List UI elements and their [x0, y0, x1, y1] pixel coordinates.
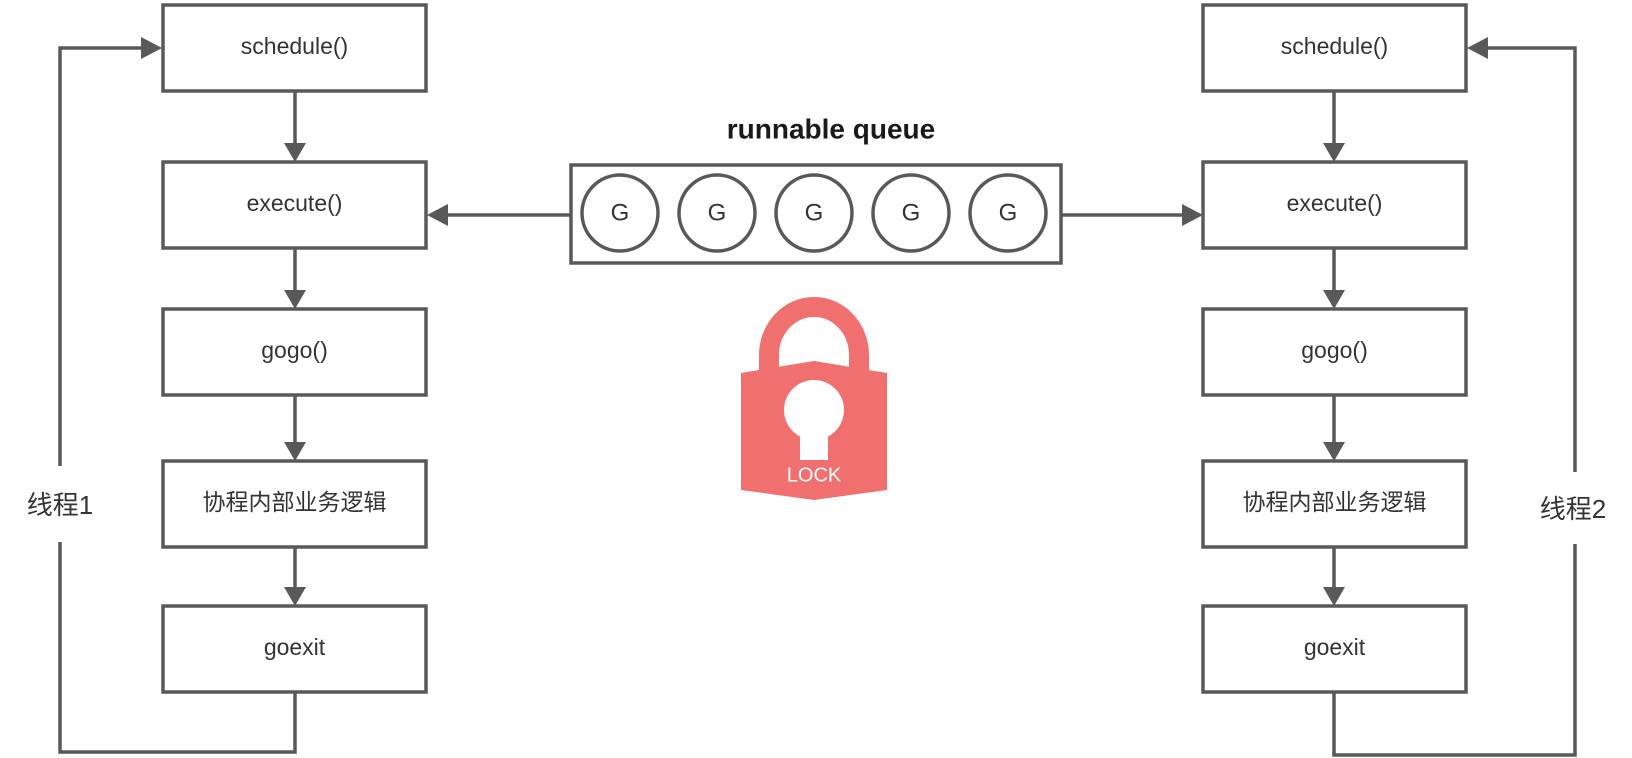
queue-item-label: G [902, 199, 921, 226]
thread1-loop-line-bottom [58, 542, 297, 754]
lock-keyhole-slot [800, 425, 828, 460]
queue-to-thread1-arrowhead [427, 204, 448, 226]
thread2-label: 线程2 [1540, 494, 1606, 524]
lock-shackle [759, 297, 869, 372]
queue-item [968, 173, 1048, 253]
thread2-column: schedule() execute() gogo() 协程内部业务逻辑 goe… [1201, 3, 1606, 757]
thread1-logic-box [161, 459, 428, 549]
thread1-schedule-box [161, 3, 428, 93]
queue-item [677, 173, 757, 253]
thread1-execute-box [161, 160, 428, 250]
thread1-column: schedule() execute() gogo() 协程内部业务逻辑 goe… [27, 3, 428, 754]
thread1-execute-label: execute() [247, 190, 343, 216]
thread1-arrowhead-1 [284, 143, 306, 162]
thread2-goexit-label: goexit [1304, 634, 1366, 660]
thread1-arrowhead-4 [284, 587, 306, 606]
thread1-arrowhead-3 [284, 442, 306, 461]
thread1-schedule-label: schedule() [241, 33, 348, 59]
thread2-gogo-label: gogo() [1301, 337, 1367, 363]
thread2-arrowhead-4 [1323, 587, 1345, 606]
thread2-arrowhead-2 [1323, 290, 1345, 309]
lock-keyhole-circle [784, 380, 844, 440]
thread2-arrowhead-3 [1323, 442, 1345, 461]
thread2-execute-box [1201, 160, 1468, 250]
runnable-queue: runnable queue G G G G G [427, 113, 1203, 265]
lock-icon: LOCK [741, 297, 887, 500]
thread1-logic-label: 协程内部业务逻辑 [203, 489, 387, 515]
thread2-schedule-box [1201, 3, 1468, 93]
thread1-loop-line-top [58, 46, 145, 466]
queue-item-label: G [805, 199, 824, 226]
queue-item [774, 173, 854, 253]
queue-items: G G G G G [580, 173, 1048, 253]
thread2-execute-label: execute() [1287, 190, 1383, 216]
thread2-loop-line-bottom [1332, 544, 1577, 757]
thread2-logic-box [1201, 459, 1468, 549]
queue-to-thread2-arrowhead [1182, 204, 1203, 226]
lock-label: LOCK [787, 464, 842, 486]
thread1-arrowhead-2 [284, 290, 306, 309]
thread2-loop-arrowhead [1467, 37, 1488, 59]
queue-item [871, 173, 951, 253]
queue-item-label: G [611, 199, 630, 226]
thread2-arrowhead-1 [1323, 143, 1345, 162]
thread1-label: 线程1 [27, 490, 93, 520]
queue-title: runnable queue [727, 113, 935, 144]
thread2-gogo-box [1201, 307, 1468, 397]
thread2-schedule-label: schedule() [1281, 33, 1388, 59]
thread1-goexit-label: goexit [264, 634, 326, 660]
queue-item-label: G [708, 199, 727, 226]
thread1-loop-arrowhead [141, 37, 162, 59]
thread2-loop-line-top [1484, 46, 1577, 472]
thread1-gogo-label: gogo() [261, 337, 327, 363]
thread2-logic-label: 协程内部业务逻辑 [1243, 489, 1427, 515]
queue-item [580, 173, 660, 253]
thread2-goexit-box [1201, 604, 1468, 694]
queue-item-label: G [999, 199, 1018, 226]
